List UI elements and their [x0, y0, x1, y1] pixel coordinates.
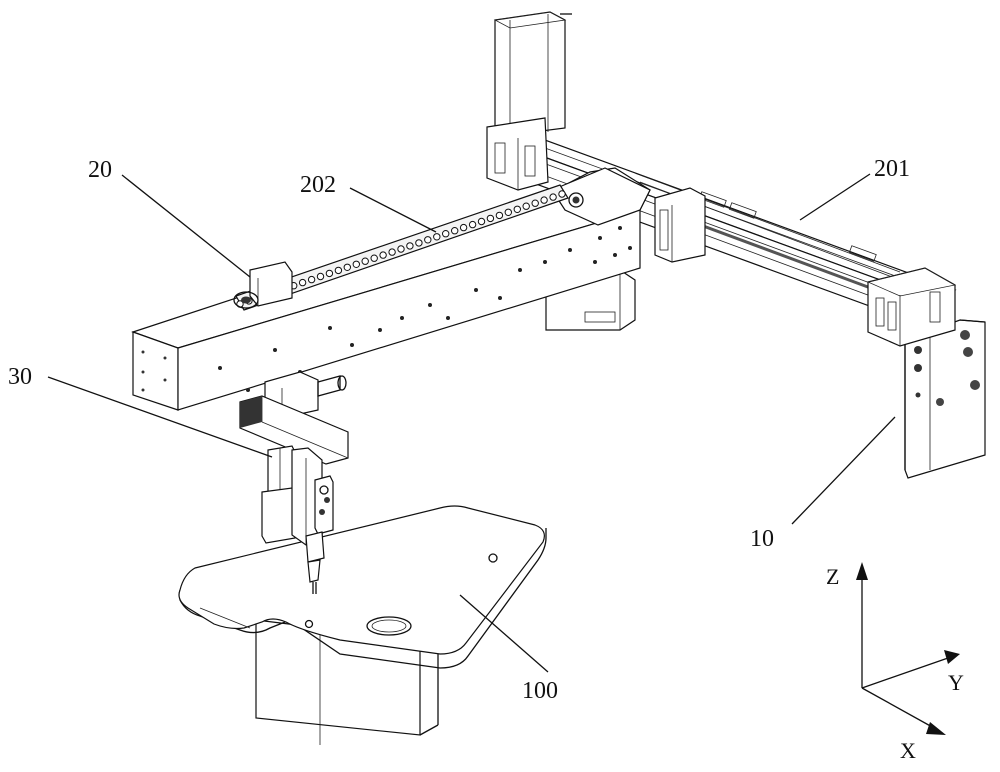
chain-link: [415, 239, 423, 247]
label-y-rail: 201: [874, 156, 910, 182]
y-axis-label: Y: [948, 670, 964, 695]
table-center-hole: [366, 616, 412, 636]
x-axis-label: X: [900, 738, 916, 763]
chain-link: [379, 251, 387, 259]
chain-link: [504, 208, 512, 217]
table-pedestal: [255, 619, 439, 745]
table-plate: [178, 505, 545, 655]
cable-chain: [233, 184, 569, 311]
chain-link: [424, 236, 432, 244]
y-axis-arrow: [944, 650, 960, 664]
chain-link: [451, 227, 459, 235]
chain-link: [558, 190, 566, 198]
chain-link: [513, 205, 521, 214]
leader-100: [459, 594, 549, 673]
chain-link: [442, 230, 450, 238]
chain-link: [468, 220, 477, 229]
frame-upright: [904, 319, 986, 479]
chain-link: [549, 193, 557, 201]
label-frame: 10: [750, 526, 774, 552]
chain-link: [361, 257, 369, 265]
leader-30: [47, 376, 273, 458]
chain-link: [477, 217, 486, 226]
chain-link: [459, 223, 468, 232]
z-axis-label: Z: [826, 564, 839, 589]
chain-link: [334, 266, 343, 275]
y-carriage: [654, 187, 706, 263]
tool-head: [239, 371, 349, 594]
x-axis-arrow: [926, 722, 946, 735]
label-x-beam: 202: [300, 172, 336, 198]
x-axis-line: [861, 687, 935, 729]
chain-link: [316, 272, 325, 281]
leader-lines: [47, 173, 896, 673]
chain-link: [298, 278, 307, 287]
chain-link: [343, 263, 351, 271]
chain-link: [486, 214, 495, 223]
y-motor-mount: [486, 117, 549, 191]
y-axis-line: [861, 657, 949, 689]
chain-link: [495, 211, 504, 220]
y-rail-end-block: [866, 267, 957, 347]
chain-link: [397, 245, 405, 253]
leader-20: [121, 174, 251, 278]
chain-link: [307, 275, 316, 284]
chain-link: [522, 202, 530, 210]
chain-link: [531, 199, 539, 207]
reference-labels: 20 202 201 30 10 100: [8, 156, 910, 704]
coordinate-axes: Z Y X: [826, 562, 964, 763]
table-hole-right: [488, 553, 498, 563]
leader-201: [799, 173, 871, 221]
chain-link: [352, 260, 360, 268]
label-gantry: 20: [88, 157, 112, 183]
chain-link: [370, 254, 378, 262]
leader-10: [791, 416, 896, 525]
z-axis-arrow: [856, 562, 868, 580]
chain-link: [406, 242, 414, 250]
x-beam: [131, 167, 651, 411]
label-workpiece: 100: [522, 678, 558, 704]
table-hole-left: [304, 619, 314, 629]
work-table: [178, 505, 547, 745]
y-motor: [493, 11, 572, 136]
label-tool-head: 30: [8, 364, 32, 390]
chain-link: [325, 269, 334, 278]
table-plate-edge: [179, 528, 547, 669]
chain-link: [388, 248, 396, 256]
chain-link: [433, 233, 441, 241]
chain-link: [540, 196, 548, 204]
leader-202: [349, 187, 437, 233]
